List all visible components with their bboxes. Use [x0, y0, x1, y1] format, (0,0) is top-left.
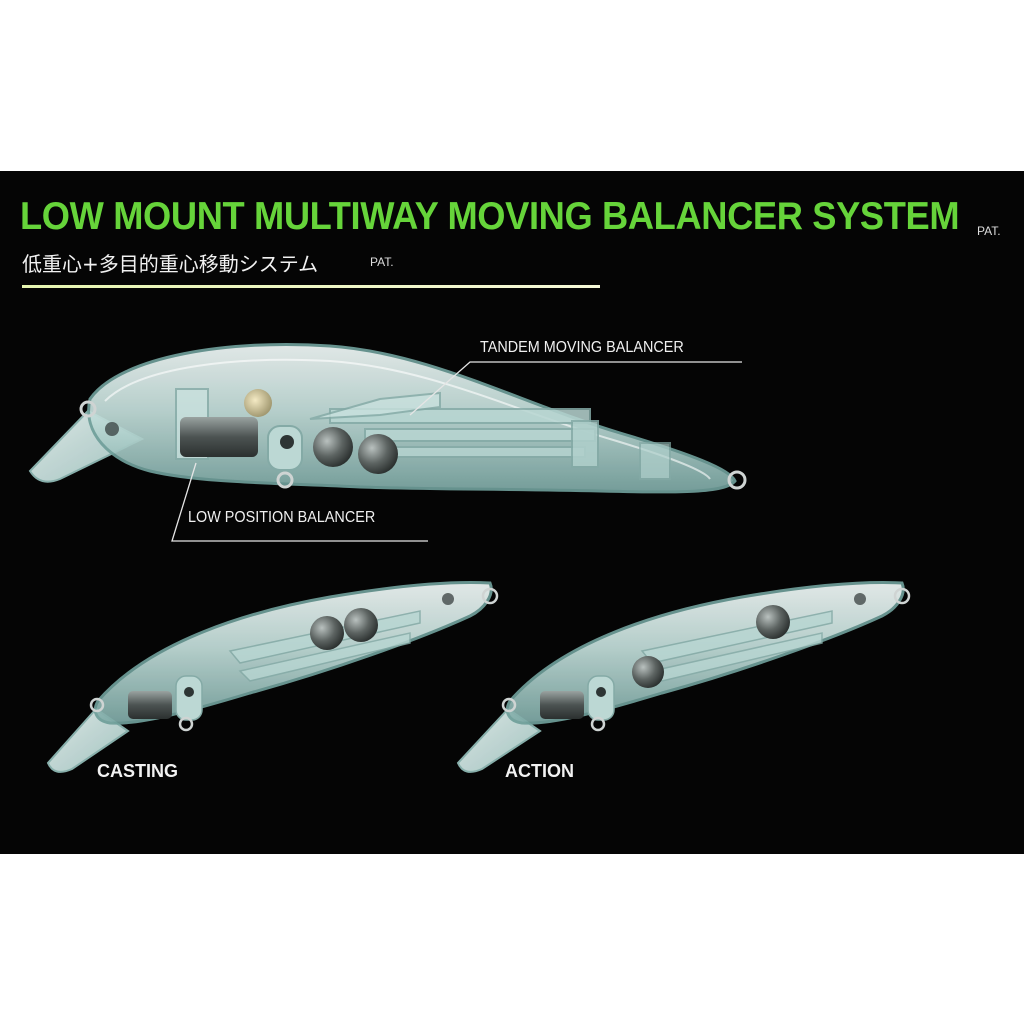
casting-lure	[46, 581, 499, 773]
diagram-panel: LOW MOUNT MULTIWAY MOVING BALANCER SYSTE…	[0, 171, 1024, 854]
action-label: ACTION	[505, 761, 574, 781]
japanese-subtitle: 低重心+多目的重心移動システム	[22, 252, 319, 276]
subtitle-patent-mark: PAT.	[370, 255, 394, 269]
main-lure	[28, 343, 747, 542]
title-patent-mark: PAT.	[977, 224, 1001, 238]
action-lure	[456, 581, 911, 773]
lure-illustrations	[28, 343, 911, 773]
tandem-balancer-label: TANDEM MOVING BALANCER	[480, 339, 684, 356]
title-underline	[22, 285, 600, 288]
main-title: LOW MOUNT MULTIWAY MOVING BALANCER SYSTE…	[20, 195, 960, 238]
low-position-balancer-label: LOW POSITION BALANCER	[188, 509, 376, 526]
casting-label: CASTING	[97, 761, 178, 781]
